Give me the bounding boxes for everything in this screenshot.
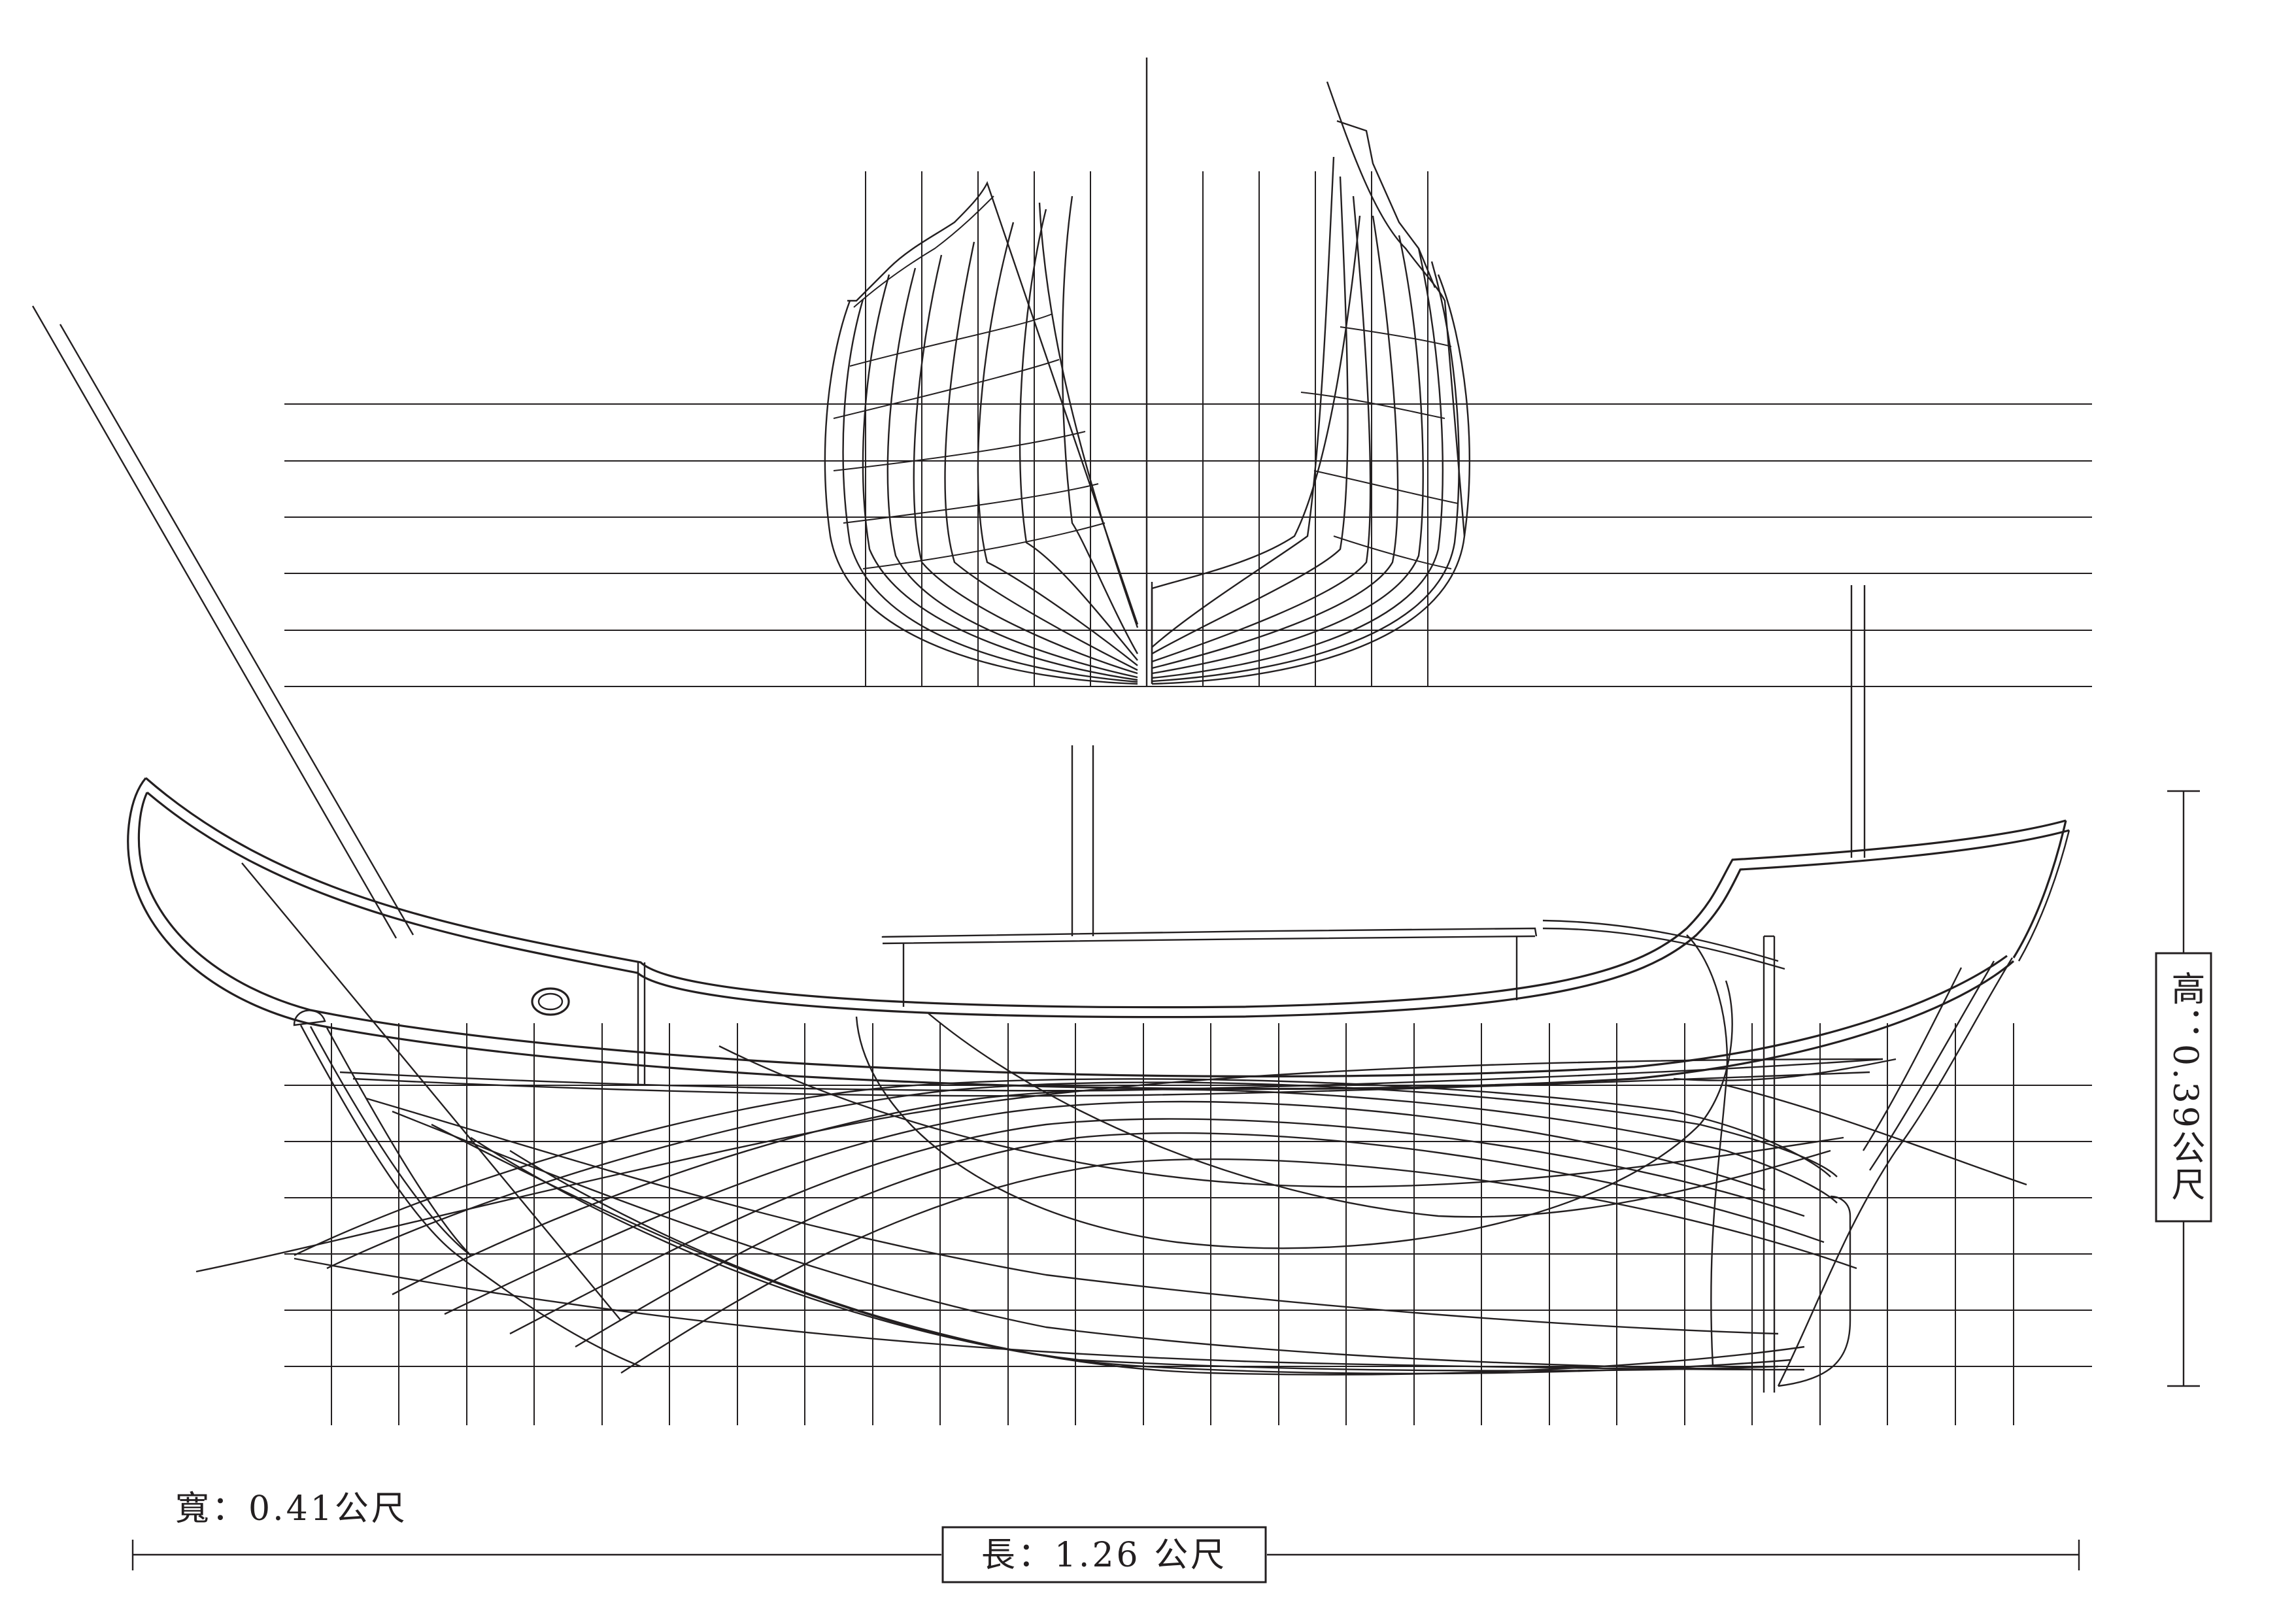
body-plan-bulwark-right bbox=[1336, 120, 1436, 288]
length-label-box bbox=[941, 1526, 1267, 1583]
body-plan-stem-left bbox=[1038, 202, 1139, 628]
profile-waterline-curves bbox=[339, 1058, 1883, 1376]
bowsprit-spar bbox=[31, 305, 414, 939]
main-mast bbox=[1071, 745, 1094, 936]
height-label-box bbox=[2155, 952, 2212, 1223]
bow-knob bbox=[293, 1009, 326, 1026]
body-plan-stations-right bbox=[1151, 156, 1471, 685]
hawse-hole bbox=[531, 987, 570, 1016]
hull-sheer-outer bbox=[127, 777, 2015, 1091]
hull-sheer-inner bbox=[137, 792, 2008, 1078]
profile-section-arcs bbox=[718, 919, 1844, 1367]
stern-post bbox=[2012, 820, 2067, 958]
mizzen-mast bbox=[1850, 585, 1866, 858]
bow-stem bbox=[241, 862, 646, 1368]
length-dimension: 長：1.26 公尺 bbox=[131, 1526, 2080, 1583]
deckhouse bbox=[881, 927, 1538, 1007]
body-plan-sheer-right bbox=[1326, 81, 1466, 537]
stern-post-inner bbox=[2017, 830, 2070, 962]
body-plan-sheer-left-inner bbox=[853, 195, 994, 308]
length-label: 長：1.26 公尺 bbox=[981, 1536, 1227, 1575]
hull-rail-outer bbox=[144, 777, 2067, 1009]
hull-rail-inner bbox=[146, 791, 2070, 1019]
body-plan-waterlines bbox=[284, 403, 2092, 687]
body-plan-stations-left bbox=[824, 195, 1139, 685]
width-label: 寬：0.41公尺 bbox=[175, 1489, 408, 1529]
body-plan-buttocks bbox=[865, 171, 1428, 686]
profile-plan bbox=[31, 305, 2092, 1425]
body-plan-diagonals-left bbox=[833, 313, 1106, 569]
body-plan-diagonals-right bbox=[1300, 326, 1459, 569]
body-plan bbox=[284, 58, 2092, 687]
height-label: 高：0.39公尺 bbox=[2165, 971, 2204, 1204]
body-plan-sheer-left bbox=[847, 180, 1139, 625]
profile-waterlines bbox=[284, 1085, 2092, 1367]
stern-frame bbox=[1673, 935, 2027, 1393]
height-dimension: 高：0.39公尺 bbox=[2155, 790, 2212, 1387]
